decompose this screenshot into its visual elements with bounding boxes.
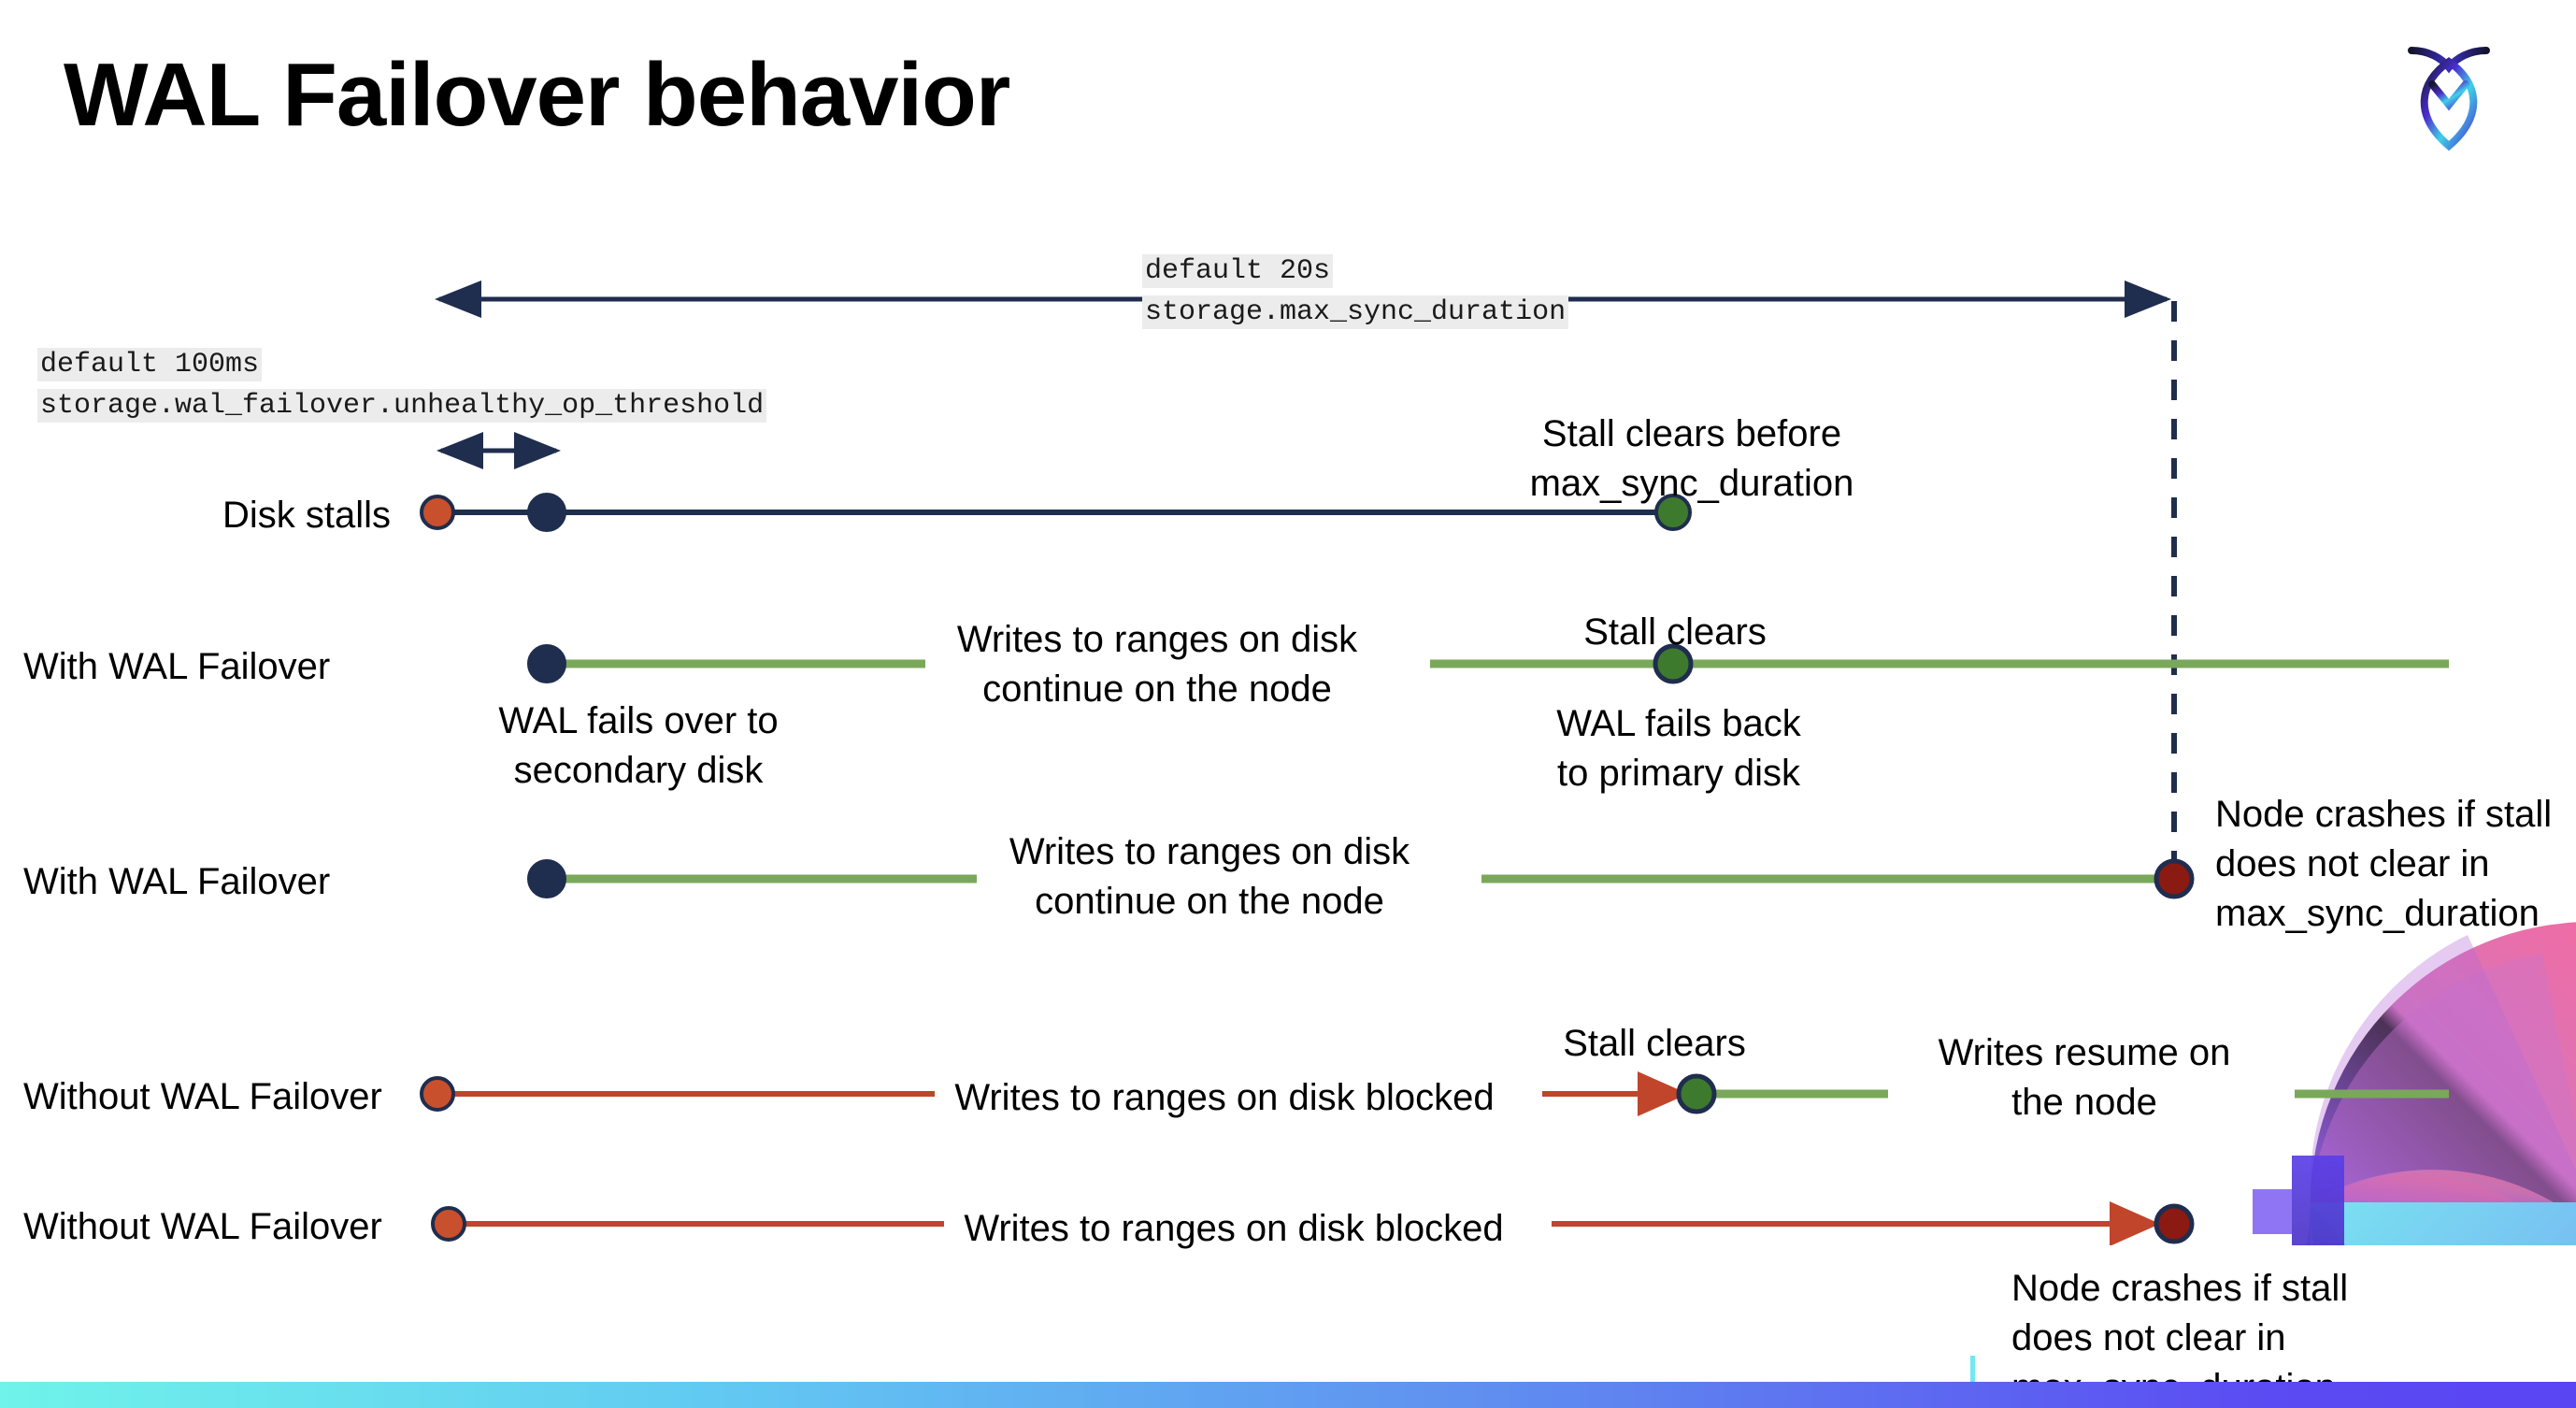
bottom-gradient-bar: [0, 1382, 2576, 1408]
note-writes-blocked-b: Writes to ranges on disk blocked: [964, 1208, 1504, 1249]
row-disk-stalls-timeline: [420, 493, 1692, 532]
node-crash-marker: [2154, 858, 2195, 899]
cockroachdb-logo-icon: [2374, 26, 2524, 166]
row-with-wal-failover-b-timeline: [527, 858, 2195, 899]
note-writes-continue-b: Writes to ranges on disk continue on the…: [1009, 831, 1410, 922]
failover-start-marker: [527, 859, 566, 898]
stall-clear-marker: [1653, 643, 1694, 684]
node-crash-callout-backdrop: [1975, 1245, 2576, 1408]
unhealthy-op-default-label: default 100ms: [37, 348, 263, 381]
row-with-wal-failover-a-timeline: [527, 643, 2449, 684]
failover-start-marker: [527, 644, 566, 683]
row-label-disk-stalls: Disk stalls: [222, 495, 392, 536]
stall-clear-marker: [1676, 1073, 1717, 1114]
max-sync-duration-chip: default 20s storage.max_sync_duration: [1142, 251, 1569, 333]
max-sync-default-label: default 20s: [1142, 254, 1334, 288]
note-wal-fails-back-primary: WAL fails back to primary disk: [1556, 703, 1801, 794]
note-writes-blocked-a: Writes to ranges on disk blocked: [954, 1077, 1495, 1118]
note-node-crashes-a: Node crashes if stall does not clear in …: [2215, 794, 2553, 934]
note-writes-continue-a: Writes to ranges on disk continue on the…: [956, 619, 1358, 710]
row-label-without-wal-failover-a: Without WAL Failover: [23, 1076, 382, 1117]
row-label-without-wal-failover-b: Without WAL Failover: [23, 1206, 382, 1247]
unhealthy-op-threshold-chip: default 100ms storage.wal_failover.unhea…: [37, 344, 767, 426]
note-writes-resume: Writes resume on the node: [1938, 1032, 2231, 1123]
unhealthy-op-setting-name: storage.wal_failover.unhealthy_op_thresh…: [37, 389, 767, 423]
failover-start-marker: [527, 493, 566, 532]
note-wal-fails-over-secondary: WAL fails over to secondary disk: [498, 700, 779, 791]
page-title: WAL Failover behavior: [64, 45, 1010, 145]
row-without-wal-failover-a-timeline: [420, 1071, 2449, 1116]
row-label-with-wal-failover-a: With WAL Failover: [23, 646, 331, 687]
note-stall-clears-a: Stall clears: [1583, 611, 1767, 653]
stall-start-marker: [431, 1206, 466, 1242]
row-without-wal-failover-b-timeline: [431, 1201, 2195, 1246]
stall-clear-marker: [1654, 494, 1692, 531]
stall-start-marker: [420, 495, 455, 530]
node-crash-marker: [2154, 1203, 2195, 1244]
row-label-with-wal-failover-b: With WAL Failover: [23, 861, 331, 902]
note-stall-clears-b: Stall clears: [1563, 1023, 1746, 1064]
note-stall-clears-before-max-sync: Stall clears before max_sync_duration: [1529, 413, 1854, 504]
stall-start-marker: [420, 1076, 455, 1112]
max-sync-setting-name: storage.max_sync_duration: [1142, 295, 1569, 329]
